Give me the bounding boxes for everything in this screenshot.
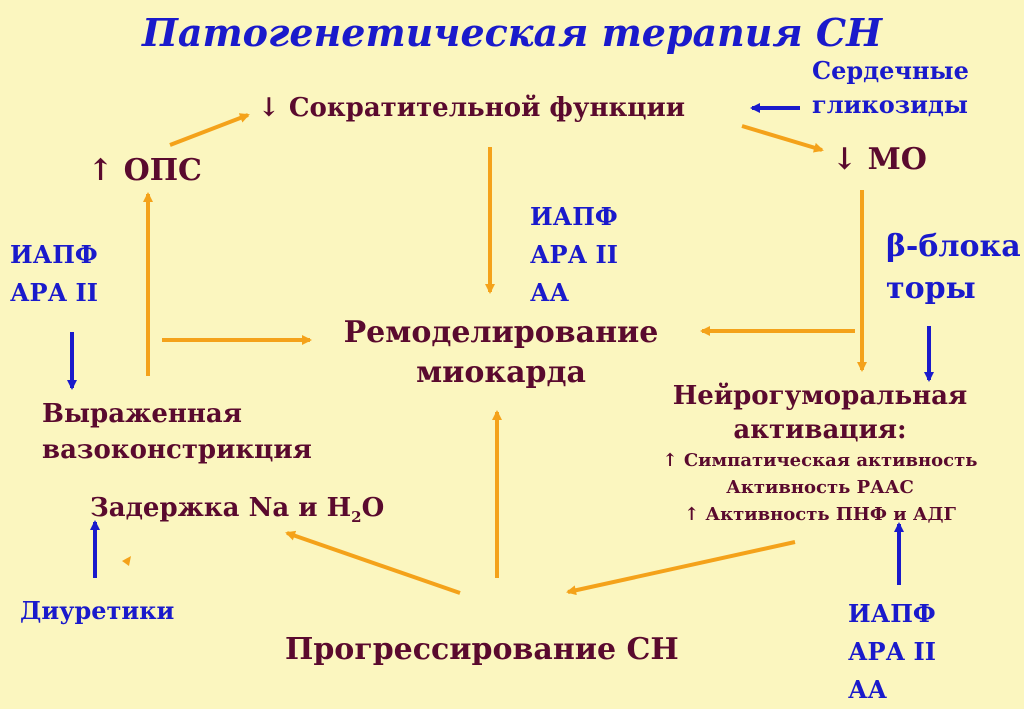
drug-diuretics: Диуретики (20, 596, 175, 625)
drug-glycosides-line1: Сердечные (812, 56, 969, 85)
na-retention-text: Задержка Na и H (90, 493, 352, 523)
node-neuro-activation: Нейрогуморальная активация: ↑ Симпатичес… (620, 379, 1020, 528)
node-progression: Прогрессирование СН (285, 632, 679, 667)
drug-center-2: АРА II (530, 240, 618, 269)
drug-bottom-right-2: АРА II (848, 637, 936, 666)
node-remodeling-line1: Ремоделирование (343, 315, 659, 350)
drug-beta-blockers-line2: торы (886, 271, 976, 306)
drug-bottom-right-3: АА (848, 675, 888, 704)
neuro-title-line2: активация: (733, 415, 907, 445)
node-na-retention: Задержка Na и H2O (90, 493, 384, 526)
node-mo: ↓ МО (832, 142, 927, 177)
node-contractility: ↓ Сократительной функции (258, 93, 686, 123)
neuro-item-pnf-adg: ↑ Активность ПНФ и АДГ (684, 504, 956, 525)
arrow-progression-to-na-retention (285, 530, 461, 595)
small-triangle-marker (122, 556, 131, 566)
arrow-contractility-to-mo (741, 124, 824, 153)
drug-bottom-right-1: ИАПФ (848, 599, 936, 628)
drug-center-list: ИАПФ АРА II АА (530, 198, 618, 312)
drug-left-1: ИАПФ (10, 240, 98, 269)
node-remodeling-line2: миокарда (416, 355, 586, 390)
na-retention-suffix: O (361, 493, 385, 523)
drug-glycosides: Сердечные гликозиды (812, 54, 969, 122)
drug-beta-blockers: β-блока торы (886, 226, 1021, 310)
diagram-title: Патогенетическая терапия СН (141, 10, 883, 55)
drug-beta-blockers-line1: β-блока (886, 229, 1021, 264)
arrow-neuro-to-progression (566, 540, 796, 596)
drug-left-list: ИАПФ АРА II (10, 236, 98, 312)
node-ops: ↑ ОПС (88, 153, 202, 188)
node-vasoconstriction-line2: вазоконстрикция (42, 435, 312, 465)
neuro-item-sympathetic: ↑ Симпатическая активность (662, 450, 978, 471)
drug-center-1: ИАПФ (530, 202, 618, 231)
neuro-title-line1: Нейрогуморальная (672, 381, 968, 411)
neuro-item-raas: Активность РААС (726, 477, 914, 498)
drug-glycosides-line2: гликозиды (812, 90, 968, 119)
node-remodeling: Ремоделирование миокарда (306, 313, 696, 393)
drug-center-3: АА (530, 278, 570, 307)
na-retention-subscript: 2 (351, 508, 362, 527)
drug-left-2: АРА II (10, 278, 98, 307)
node-vasoconstriction-line1: Выраженная (42, 399, 242, 429)
node-vasoconstriction: Выраженная вазоконстрикция (42, 396, 312, 468)
drug-bottom-right-list: ИАПФ АРА II АА (848, 595, 936, 709)
arrow-ops-to-contractility (169, 113, 250, 147)
